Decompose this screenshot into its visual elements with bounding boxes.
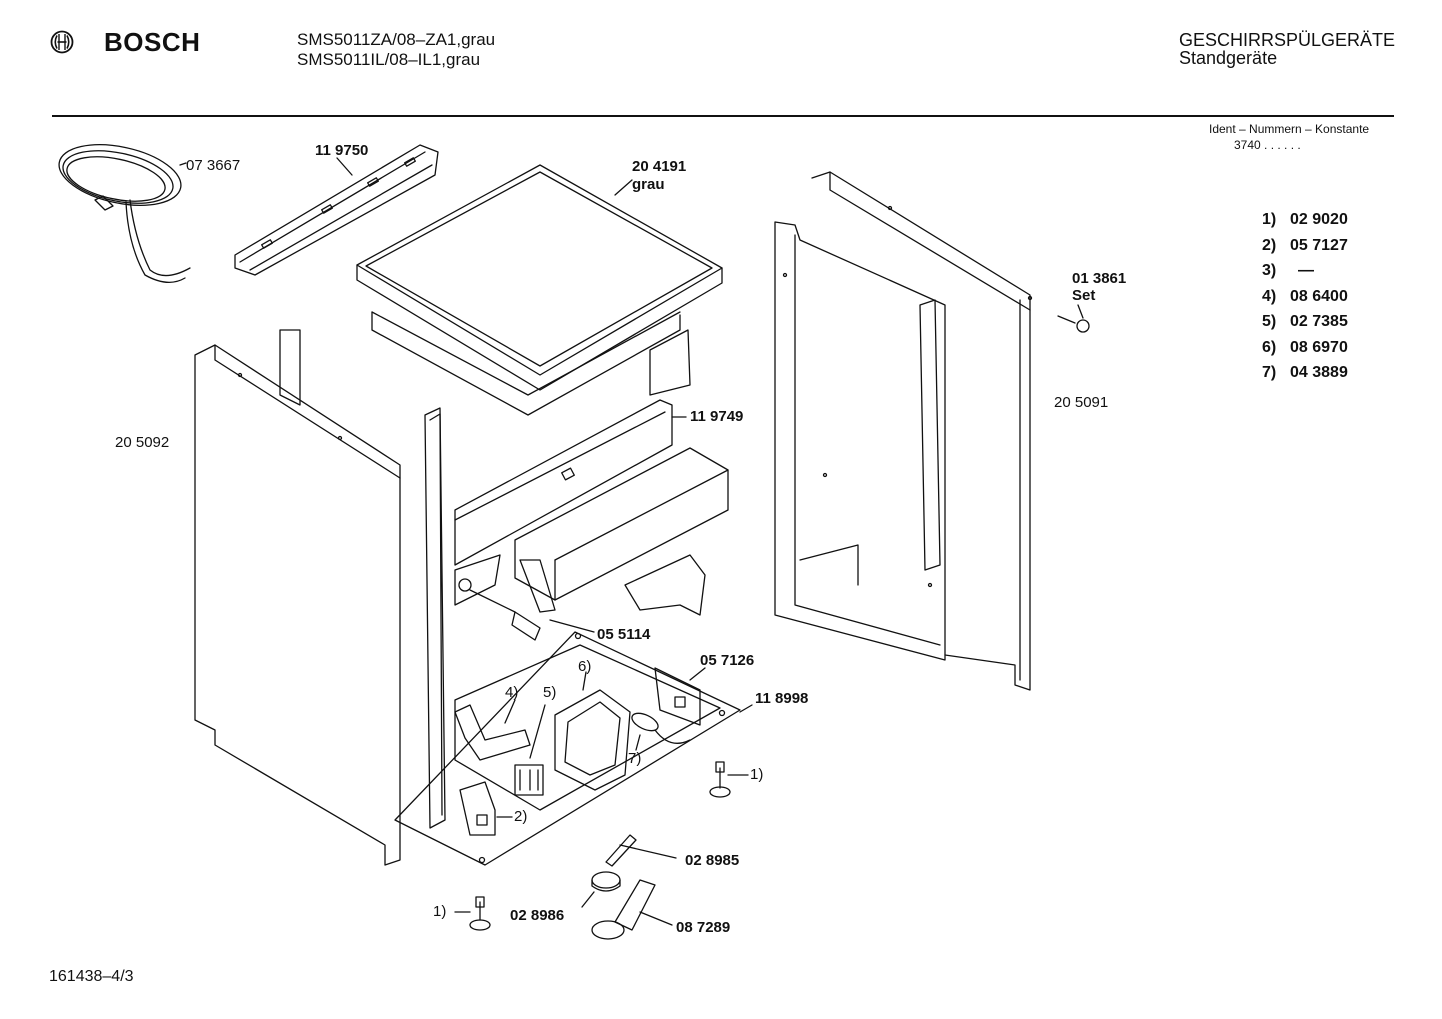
right-frame-drawing [775,222,945,660]
front-strip-drawing [425,408,445,828]
legend-code: — [1298,262,1314,279]
pump-part-drawing [470,590,594,640]
legend-row: 5) 02 7385 [1262,309,1348,335]
bosch-logo-icon [50,30,74,54]
part-label-2: 2) [514,808,528,825]
model-line-2: SMS5011IL/08–IL1,grau [297,50,481,69]
part-label-right-panel: 20 5091 [1054,394,1109,411]
legend-num: 4) [1262,287,1277,305]
drawing-number: 161438–4/3 [49,968,134,985]
foam-block-drawing [515,448,728,612]
legend-row: 4) 08 6400 [1262,284,1348,310]
legend-code: 08 6970 [1290,338,1348,356]
legend-row: 1) 02 9020 [1262,207,1348,233]
foot-right-drawing [710,762,748,797]
bracket-4-drawing [455,700,530,760]
switch-2-drawing [460,782,512,835]
right-rear-frame-drawing [812,172,1032,690]
part-label-1-right: 1) [750,766,764,783]
part-label-rear-bar: 11 9749 [690,408,744,425]
left-panel-drawing [195,330,400,865]
base-drawing [455,555,705,615]
legend-code: 08 6400 [1290,287,1348,305]
valve-drawing [592,880,672,939]
part-label-top-plate-color: grau [632,176,665,193]
part-label-7: 7) [628,750,642,767]
legend-num: 1) [1262,211,1277,228]
base-frame-drawing [395,632,752,865]
legend-code: 04 3889 [1290,364,1348,381]
part-label-1-bottom: 1) [433,903,447,920]
part-legend: 1) 02 9020 2) 05 7127 3) — 4) 08 6400 5) 02 7… [1262,207,1348,386]
part-label-bracket: 05 7126 [700,652,755,669]
part-label-screw-set: 01 3861 [1072,270,1127,287]
legend-code: 02 7385 [1290,313,1348,330]
model-line-1: SMS5011ZA/08–ZA1,grau [297,30,496,49]
part-label-cable: 07 3667 [186,157,241,174]
part-label-6: 6) [578,658,592,675]
capacitor-7-drawing [629,710,690,750]
part-label-4: 4) [505,684,519,701]
part-label-left-panel: 20 5092 [115,434,170,451]
legend-num: 7) [1262,364,1277,381]
legend-code: 05 7127 [1290,236,1348,254]
subcategory-title: Standgeräte [1179,48,1278,68]
legend-row: 3) — [1262,258,1348,284]
top-plate-drawing [357,165,722,390]
mount-6-drawing [555,672,630,790]
legend-num: 2) [1262,236,1277,254]
part-label-float: 02 8985 [685,852,740,869]
legend-num: 5) [1262,313,1277,330]
category-title: GESCHIRRSPÜLGERÄTE [1179,30,1396,50]
rear-bar-drawing [455,400,686,565]
rail-drawing [235,145,438,275]
brand-name: BOSCH [104,27,201,57]
part-label-screw-set-type: Set [1072,287,1096,304]
legend-row: 2) 05 7127 [1262,233,1348,259]
part-label-base-frame: 11 8998 [755,690,809,707]
ident-value: 3740 . . . . . . [1234,138,1301,152]
legend-code: 02 9020 [1290,211,1348,228]
cap-drawing [582,872,620,907]
terminal-5-drawing [515,705,545,795]
legend-num: 3) [1262,262,1277,279]
part-label-valve: 08 7289 [676,919,731,936]
float-drawing [606,835,676,866]
ident-title: Ident – Nummern – Konstante [1209,122,1370,136]
part-label-pump: 05 5114 [597,626,651,643]
header-divider [52,115,1394,117]
legend-num: 6) [1262,338,1277,356]
screw-set-drawing [1058,305,1089,332]
legend-row: 7) 04 3889 [1262,360,1348,386]
bracket-057126-drawing [655,668,705,725]
power-cable-drawing [54,135,190,283]
part-label-cap: 02 8986 [510,907,565,924]
part-label-rail: 11 9750 [315,142,369,159]
foot-bottom-drawing [455,897,490,930]
insulation-drawing [372,312,690,415]
part-label-top-plate: 20 4191 [632,158,687,175]
part-label-5: 5) [543,684,557,701]
legend-row: 6) 08 6970 [1262,335,1348,361]
